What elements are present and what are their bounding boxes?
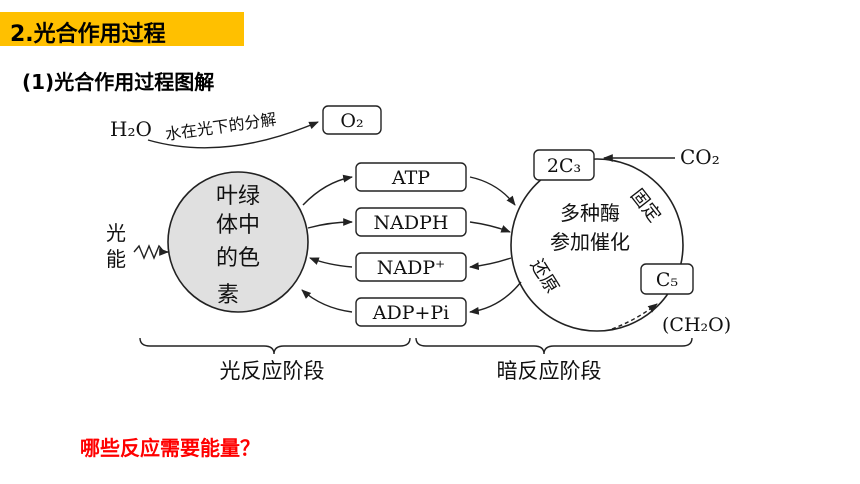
arrow-from-adp: [301, 289, 353, 313]
light-zigzag-arrow: [133, 244, 169, 260]
water-split-label: 水在光下的分解: [164, 110, 278, 144]
c3-box: [533, 149, 595, 181]
fixation-label: 固定: [626, 185, 665, 226]
enzyme-line-2: 参加催化: [550, 230, 630, 254]
light-energy-line-2: 能: [106, 247, 126, 271]
atp-label: ATP: [391, 167, 430, 189]
arrow-from-nadp: [309, 257, 353, 268]
dark-stage-brace: [415, 337, 693, 355]
arrow-to-atp: [302, 174, 353, 206]
pigment-line-1: 叶绿: [216, 184, 260, 209]
co2-label: CO₂: [680, 145, 720, 169]
water-split-arrow: [147, 121, 319, 149]
nadp-box: [355, 252, 467, 282]
dark-stage-label: 暗反应阶段: [497, 359, 602, 383]
ch2o-dashed-arrow: [611, 303, 658, 330]
light-energy-line-1: 光: [106, 221, 126, 245]
adp-pi-label: ADP+Pi: [372, 302, 450, 324]
subtitle: (1)光合作用过程图解: [22, 70, 215, 94]
enzyme-line-1: 多种酶: [560, 201, 620, 225]
ch2o-label: (CH₂O): [662, 314, 731, 336]
pigment-line-2: 体中: [216, 213, 260, 238]
light-stage-brace: [139, 337, 411, 355]
pigment-line-4: 素: [217, 283, 239, 308]
oxygen-label: O₂: [340, 110, 363, 132]
adp-pi-box: [355, 297, 467, 327]
pigment-line-3: 的色: [216, 246, 260, 271]
calvin-cycle-circle: [510, 158, 684, 332]
light-stage-label: 光反应阶段: [220, 359, 325, 383]
atp-box: [355, 162, 467, 192]
reduction-label: 还原: [526, 256, 563, 298]
c3-label: 2C₃: [547, 155, 581, 177]
cycle-to-nadp-arrow: [469, 257, 512, 271]
question-text: 哪些反应需要能量？: [80, 436, 260, 460]
arrow-to-nadph: [307, 218, 353, 229]
pigment-circle: [167, 171, 309, 313]
nadph-label: NADPH: [374, 212, 449, 234]
c5-label: C₅: [656, 269, 678, 291]
cycle-to-adp-arrow: [469, 281, 522, 315]
water-label: H₂O: [110, 117, 152, 141]
section-title-bar: 2.光合作用过程: [0, 12, 244, 47]
oxygen-box: [322, 105, 382, 135]
atp-to-cycle-arrow: [469, 176, 516, 206]
c5-box: [640, 263, 694, 295]
nadp-label: NADP⁺: [377, 257, 445, 279]
nadph-to-cycle-arrow: [469, 221, 511, 233]
section-title: 2.光合作用过程: [10, 22, 166, 47]
nadph-box: [355, 207, 467, 237]
